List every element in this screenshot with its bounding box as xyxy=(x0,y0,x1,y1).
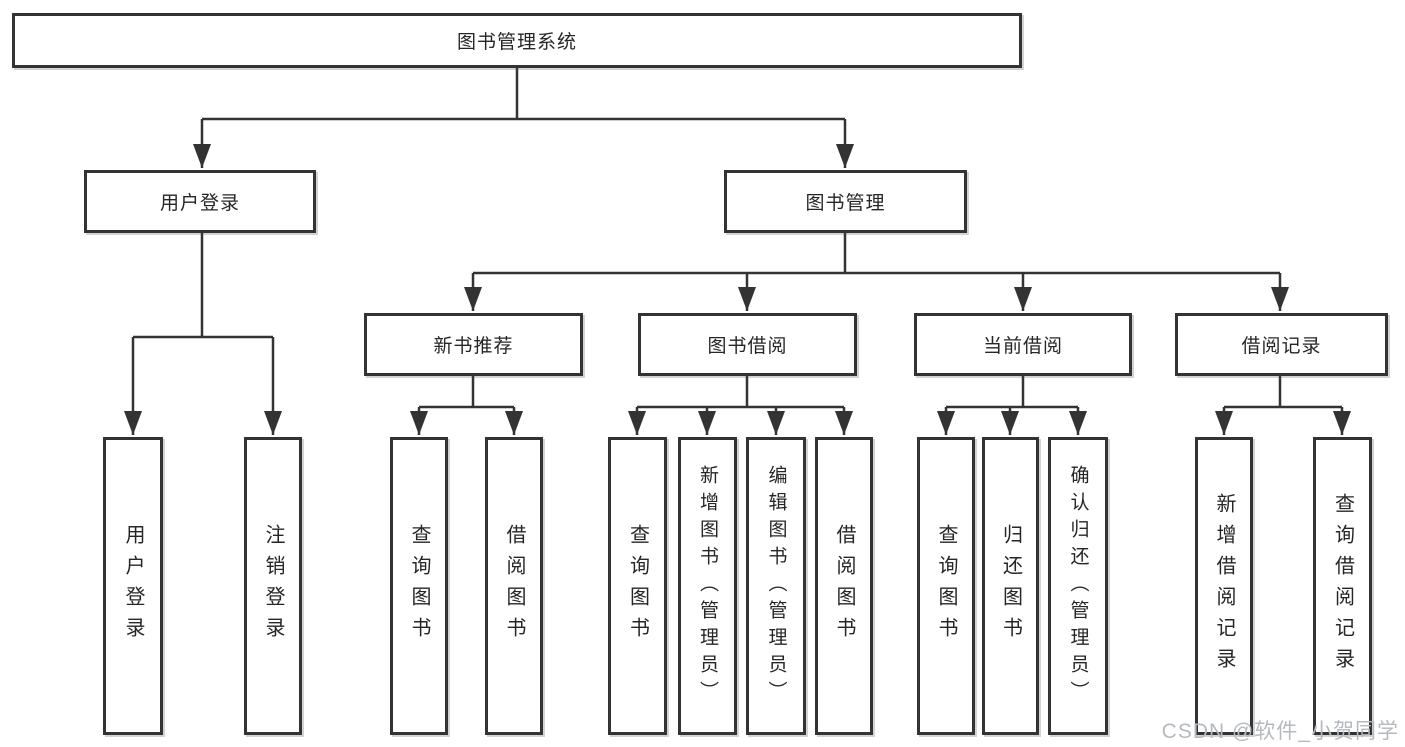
leaf-bb-edit-books-admin: 编辑图书（管理员） xyxy=(746,437,806,735)
node-book-borrowing: 图书借阅 xyxy=(638,313,857,376)
node-label: 注销登录 xyxy=(262,524,284,648)
node-label: 图书管理 xyxy=(805,193,886,214)
csdn-watermark: CSDN @软件_小贺同学 xyxy=(1161,720,1399,743)
node-label: 新增借阅记录 xyxy=(1213,493,1235,679)
node-user-login: 用户登录 xyxy=(84,170,316,233)
leaf-rec-borrow-books: 借阅图书 xyxy=(485,437,543,735)
node-label: 查询图书 xyxy=(408,524,430,648)
leaf-br-add-record: 新增借阅记录 xyxy=(1195,437,1253,735)
node-label: 查询借阅记录 xyxy=(1331,493,1354,679)
node-label: 用户登录 xyxy=(122,524,144,648)
leaf-rec-query-books: 查询图书 xyxy=(390,437,448,735)
node-label: 归还图书 xyxy=(999,524,1022,648)
node-label: 编辑图书（管理员） xyxy=(765,464,787,708)
node-label: 新书推荐 xyxy=(433,336,514,357)
node-label: 借阅记录 xyxy=(1241,336,1322,357)
leaf-bb-query-books: 查询图书 xyxy=(608,437,667,735)
leaf-cb-confirm-return-admin: 确认归还（管理员） xyxy=(1048,437,1108,735)
leaf-cb-return-books: 归还图书 xyxy=(982,437,1039,735)
leaf-cb-query-books: 查询图书 xyxy=(917,437,975,735)
node-label: 用户登录 xyxy=(159,193,240,214)
node-label: 借阅图书 xyxy=(503,524,525,648)
node-label: 图书管理系统 xyxy=(456,32,577,53)
leaf-bb-add-books-admin: 新增图书（管理员） xyxy=(678,437,737,735)
node-library-management-system: 图书管理系统 xyxy=(12,13,1022,68)
node-label: 查询图书 xyxy=(626,524,649,648)
leaf-user-login: 用户登录 xyxy=(103,437,163,735)
node-book-management: 图书管理 xyxy=(724,170,967,233)
node-label: 确认归还（管理员） xyxy=(1067,464,1089,708)
node-label: 查询图书 xyxy=(935,524,957,648)
node-new-book-recommendation: 新书推荐 xyxy=(364,313,583,376)
leaf-bb-borrow-books: 借阅图书 xyxy=(815,437,873,735)
node-label: 借阅图书 xyxy=(833,524,855,648)
leaf-br-query-record: 查询借阅记录 xyxy=(1313,437,1372,735)
node-current-borrowing: 当前借阅 xyxy=(914,313,1132,376)
node-label: 新增图书（管理员） xyxy=(697,464,718,708)
node-label: 当前借阅 xyxy=(982,336,1063,357)
leaf-logout: 注销登录 xyxy=(244,437,302,735)
node-borrowing-records: 借阅记录 xyxy=(1175,313,1388,376)
node-label: 图书借阅 xyxy=(707,336,788,357)
